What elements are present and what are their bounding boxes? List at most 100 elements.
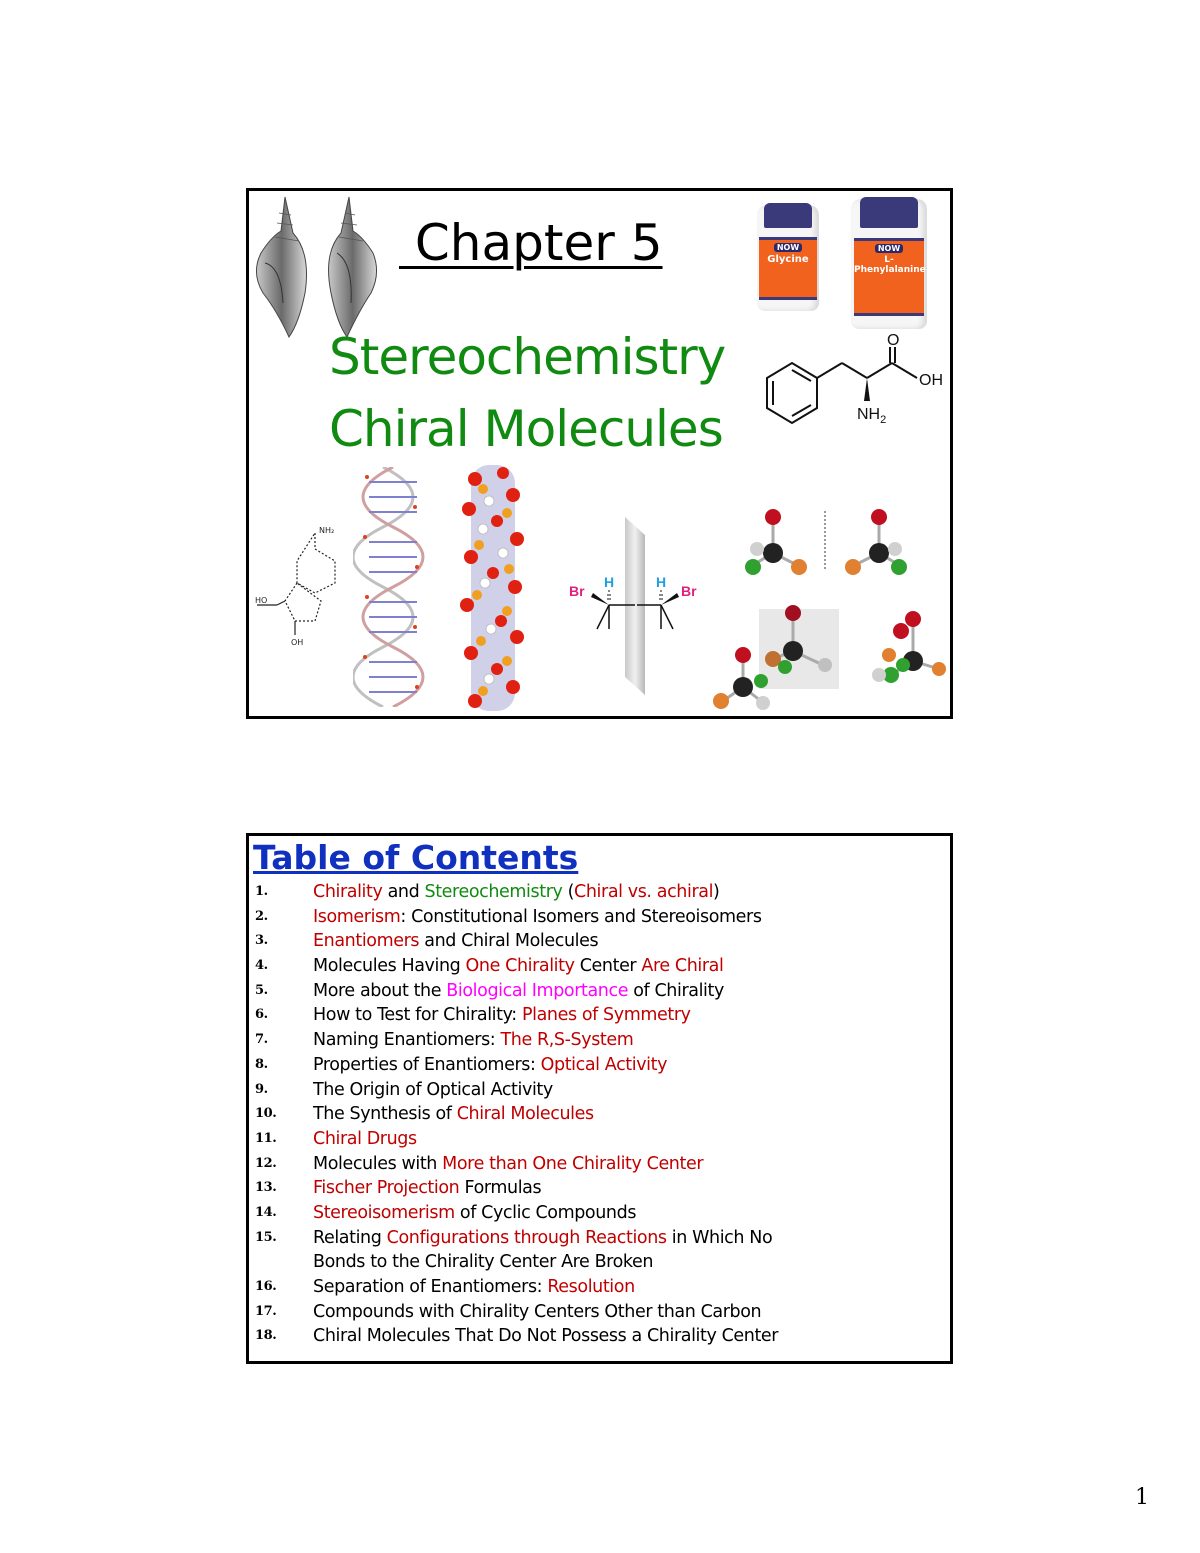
toc-item-text: Compounds with Chirality Centers Other t…	[313, 1300, 945, 1325]
toc-item-segment: Biological Importance	[446, 980, 629, 1001]
toc-item-segment: Chiral Drugs	[313, 1128, 417, 1149]
dna-stick-model-image	[353, 467, 425, 707]
toc-item: 18. Chiral Molecules That Do Not Possess …	[255, 1324, 945, 1349]
toc-item-segment: The Synthesis of	[313, 1104, 457, 1125]
toc-item-text: The Origin of Optical Activity	[313, 1078, 945, 1103]
toc-item: 13. Fischer Projection Formulas	[255, 1176, 945, 1201]
toc-item: 14. Stereoisomerism of Cyclic Compounds	[255, 1201, 945, 1226]
toc-item-number: 6.	[255, 1007, 268, 1023]
toc-item: 12. Molecules with More than One Chiralit…	[255, 1152, 945, 1177]
table-of-contents-slide: Table of Contents 1. Chirality and Stereo…	[246, 833, 953, 1364]
toc-item-text: Molecules with More than One Chirality C…	[313, 1152, 945, 1177]
toc-item-text: Separation of Enantiomers: Resolution	[313, 1275, 945, 1300]
toc-item-number: 10.	[255, 1106, 277, 1122]
toc-item: 6. How to Test for Chirality: Planes of S…	[255, 1003, 945, 1028]
toc-item-segment: Formulas	[459, 1178, 542, 1199]
bottle1-label: Glycine	[767, 253, 809, 265]
toc-item-segment: in Which No	[666, 1227, 773, 1248]
toc-item-number: 15.	[255, 1229, 277, 1245]
toc-item-number: 16.	[255, 1279, 277, 1294]
toc-item-segment: Chiral Molecules That Do Not Possess a C…	[313, 1326, 779, 1347]
toc-item-number: 18.	[255, 1328, 277, 1344]
dna-spacefill-model-image	[460, 465, 524, 711]
toc-title: Table of Contents	[253, 838, 579, 877]
toc-item-segment: Center	[574, 956, 642, 977]
toc-item-segment: and Chiral Molecules	[419, 931, 599, 952]
toc-item-text: Isomerism: Constitutional Isomers and St…	[313, 905, 945, 930]
toc-item-segment: The R,S-System	[500, 1030, 634, 1051]
toc-item-text: Enantiomers and Chiral Molecules	[313, 929, 945, 954]
toc-item-segment: of Chirality	[628, 980, 724, 1001]
toc-item-segment: : Constitutional Isomers and Stereoisome…	[400, 906, 762, 927]
toc-item-segment: Chiral Molecules	[456, 1104, 594, 1125]
subtitle-chiral-molecules: Chiral Molecules	[329, 400, 724, 458]
toc-item-number: 14.	[255, 1204, 277, 1220]
toc-item-text: Stereoisomerism of Cyclic Compounds	[313, 1201, 945, 1226]
toc-item: 11.Chiral Drugs	[255, 1127, 945, 1152]
subtitle-stereochemistry: Stereochemistry	[329, 328, 726, 386]
toc-item: 9. The Origin of Optical Activity	[255, 1078, 945, 1103]
toc-item-number: 12.	[255, 1155, 277, 1171]
toc-item: 16. Separation of Enantiomers: Resolution	[255, 1275, 945, 1300]
toc-list: 1. Chirality and Stereochemistry (Chiral …	[255, 880, 945, 1349]
br-label-right: Br	[681, 583, 697, 599]
toc-item-segment: One Chirality	[465, 956, 575, 977]
svg-text:OH: OH	[291, 638, 303, 647]
toc-item: 5. More about the Biological Importance o…	[255, 979, 945, 1004]
page-number: 1	[1135, 1485, 1149, 1510]
toc-item-segment: Configurations through Reactions	[386, 1227, 667, 1248]
toc-item-text: Chirality and Stereochemistry (Chiral vs…	[313, 880, 945, 905]
toc-item-segment: Optical Activity	[540, 1054, 668, 1075]
svg-text:OH: OH	[919, 372, 943, 389]
toc-item-segment: More about the	[313, 980, 447, 1001]
toc-item-segment: Naming Enantiomers:	[313, 1030, 501, 1051]
toc-item-segment: Resolution	[547, 1277, 635, 1297]
toc-item: 8. Properties of Enantiomers: Optical Act…	[255, 1053, 945, 1078]
toc-item-number: 4.	[255, 958, 268, 974]
ball-and-stick-models-image	[713, 509, 946, 710]
toc-item-number: 1.	[255, 884, 268, 899]
toc-item-text: Naming Enantiomers: The R,S-System	[313, 1028, 945, 1053]
toc-item: 3. Enantiomers and Chiral Molecules	[255, 929, 945, 954]
toc-item-segment: Are Chiral	[641, 956, 724, 977]
toc-item-segment: Isomerism	[313, 906, 401, 927]
toc-item-number: 3.	[255, 933, 268, 949]
toc-item: 1. Chirality and Stereochemistry (Chiral …	[255, 880, 945, 905]
toc-item-segment: of Cyclic Compounds	[454, 1202, 637, 1223]
nucleoside-structure-icon: NH₂ HO OH	[255, 526, 336, 647]
toc-item-number: 13.	[255, 1180, 277, 1196]
toc-item-number: 17.	[255, 1303, 277, 1319]
toc-item-segment: The Origin of Optical Activity	[313, 1079, 553, 1100]
toc-item-segment: Relating	[313, 1227, 387, 1248]
toc-item-segment: Planes of Symmetry	[521, 1005, 691, 1026]
toc-item-segment: Fischer Projection	[313, 1178, 460, 1199]
toc-item-segment: Molecules Having	[313, 956, 466, 977]
br-label-left: Br	[569, 583, 585, 599]
toc-item-text: Relating Configurations through Reaction…	[313, 1226, 945, 1251]
toc-item-segment: (	[562, 882, 575, 902]
toc-item-text: More about the Biological Importance of …	[313, 979, 945, 1004]
toc-item: 15. Relating Configurations through React…	[255, 1226, 945, 1251]
toc-item-number: 7.	[255, 1032, 268, 1048]
toc-item-text: Properties of Enantiomers: Optical Activ…	[313, 1053, 945, 1078]
toc-item-continuation: Bonds to the Chirality Center Are Broken	[313, 1252, 654, 1273]
svg-text:HO: HO	[255, 596, 267, 605]
toc-item-segment: Molecules with	[313, 1153, 443, 1174]
toc-item-text: How to Test for Chirality: Planes of Sym…	[313, 1003, 945, 1028]
toc-item-number: 8.	[255, 1056, 268, 1072]
toc-item-number: 9.	[255, 1081, 268, 1097]
h-label-right: H	[656, 574, 666, 590]
toc-item-segment: Enantiomers	[313, 931, 420, 952]
toc-item-segment: More than One Chirality Center	[442, 1153, 704, 1174]
toc-item-segment: and	[382, 882, 425, 902]
toc-item-segment: Chiral vs. achiral	[574, 882, 714, 902]
svg-text:NH2: NH2	[857, 406, 886, 426]
toc-item-text: Molecules Having One Chirality Center Ar…	[313, 954, 945, 979]
toc-item-text: Fischer Projection Formulas	[313, 1176, 945, 1201]
svg-text:O: O	[887, 333, 899, 349]
toc-item-segment: Separation of Enantiomers:	[313, 1277, 548, 1297]
conch-shells-image	[256, 196, 377, 338]
toc-item-number: 5.	[255, 982, 268, 998]
